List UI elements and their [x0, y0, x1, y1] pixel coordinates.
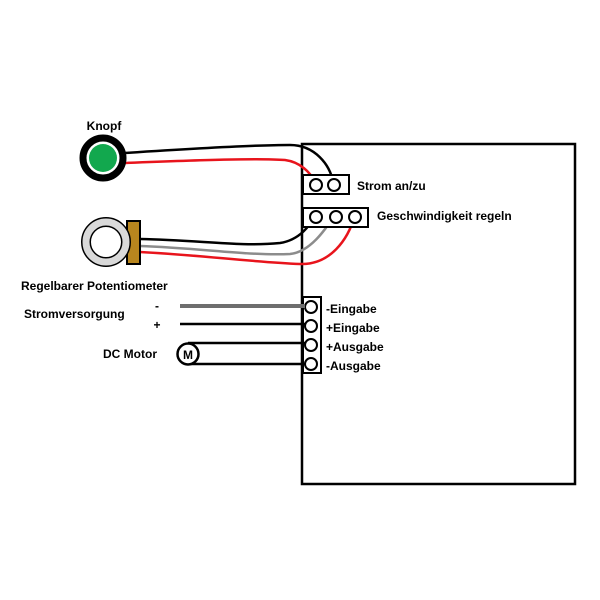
pot-wire-gray [139, 214, 337, 256]
pin-label-minus-output: -Ausgabe [326, 359, 381, 373]
supply-minus-label: - [155, 299, 159, 313]
supply-plus-label: + [153, 318, 160, 332]
button-wire-red [124, 157, 317, 183]
pot-wire-black [139, 214, 318, 246]
speed-control-label: Geschwindigkeit regeln [377, 209, 512, 223]
io-terminal-block [302, 296, 322, 374]
motor-label: DC Motor [103, 347, 157, 361]
power-switch-label: Strom an/zu [357, 179, 426, 193]
controller-box [300, 142, 577, 486]
speed-control-terminal [302, 207, 369, 228]
push-button-icon [79, 134, 127, 182]
power-switch-terminal [302, 174, 350, 195]
pin-label-plus-output: +Ausgabe [326, 340, 384, 354]
potentiometer-label: Regelbarer Potentiometer [21, 279, 168, 293]
power-supply-label: Stromversorgung [24, 307, 125, 321]
pot-wire-red [139, 214, 357, 266]
button-wire-black [124, 143, 335, 183]
pin-label-plus-input: +Eingabe [326, 321, 380, 335]
button-label: Knopf [87, 119, 123, 133]
pin-label-minus-input: -Eingabe [326, 302, 377, 316]
potentiometer-icon [81, 217, 141, 267]
motor-symbol: M [183, 348, 193, 362]
motor-icon [176, 342, 200, 366]
